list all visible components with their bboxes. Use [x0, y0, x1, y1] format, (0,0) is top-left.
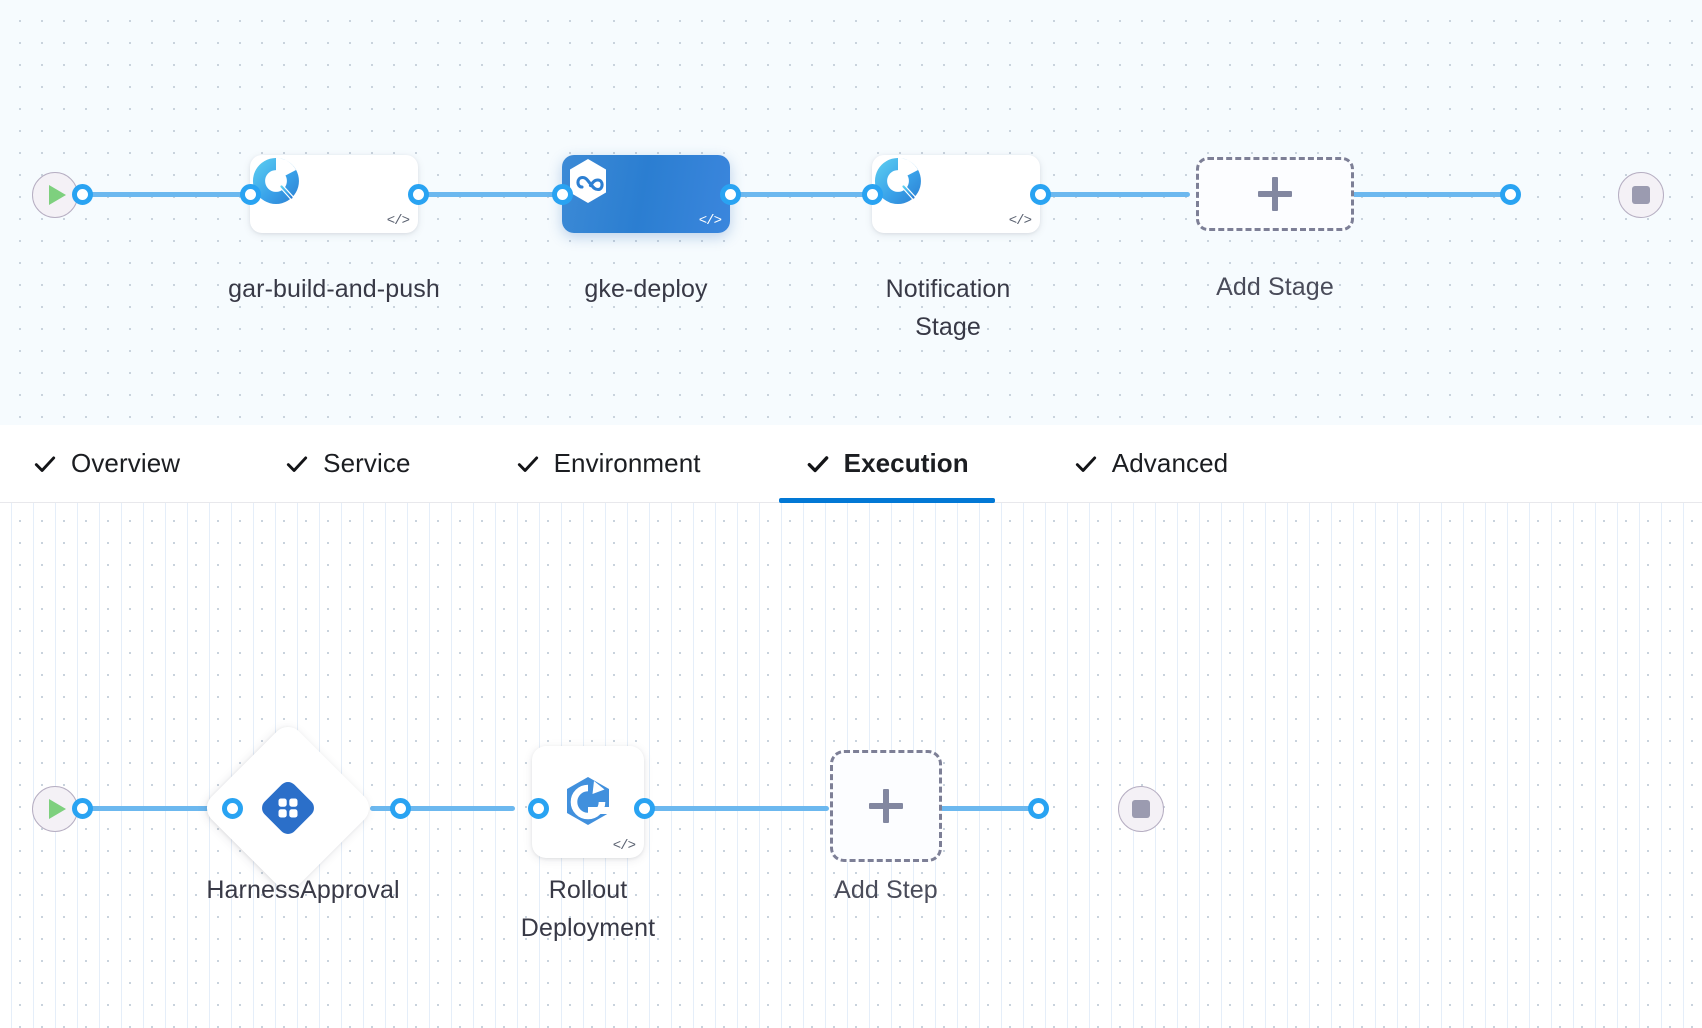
harness-cd-hexagon-icon: [570, 159, 606, 203]
yaml-code-badge[interactable]: </>: [1008, 213, 1032, 229]
tab-advanced[interactable]: Advanced: [1067, 425, 1234, 503]
end-node-port[interactable]: [1500, 184, 1521, 205]
kubernetes-rollout-icon: [567, 777, 612, 825]
step-label-rollout-deployment: Rollout Deployment: [520, 876, 656, 942]
step1-port-out[interactable]: [390, 798, 411, 819]
stage3-port-out[interactable]: [1030, 184, 1051, 205]
tab-overview[interactable]: Overview: [26, 425, 186, 503]
tab-label: Advanced: [1111, 448, 1229, 478]
stage-label-notification-stage: Notification Stage: [885, 275, 1011, 341]
tab-execution[interactable]: Execution: [778, 425, 995, 503]
tab-label: Execution: [843, 448, 969, 478]
step-end-node[interactable]: [1118, 786, 1164, 832]
connector-stage1-to-stage2: [388, 192, 563, 197]
step-node-rollout-deployment[interactable]: </>: [532, 746, 644, 858]
check-icon: [287, 455, 308, 472]
stage-label-gar-build-and-push: gar-build-and-push: [228, 275, 440, 303]
stage-card-selected[interactable]: </>: [562, 155, 730, 233]
tab-environment[interactable]: Environment: [509, 425, 707, 503]
plus-icon: [869, 789, 903, 823]
start-node-port[interactable]: [72, 184, 93, 205]
stage1-port-in[interactable]: [240, 184, 261, 205]
step-end-port[interactable]: [1028, 798, 1049, 819]
step-diamond-card[interactable]: [200, 720, 376, 896]
check-icon: [34, 455, 56, 472]
tab-label: Overview: [71, 448, 181, 478]
stage2-port-out[interactable]: [720, 184, 741, 205]
harness-custom-stage-icon: [874, 158, 921, 204]
stage-card[interactable]: </>: [250, 155, 418, 233]
step-card[interactable]: </>: [532, 746, 644, 858]
yaml-code-badge[interactable]: </>: [698, 213, 722, 229]
step2-port-in[interactable]: [528, 798, 549, 819]
tab-service[interactable]: Service: [278, 425, 416, 503]
connector-addstage-to-end: [1330, 192, 1508, 197]
yaml-code-badge[interactable]: </>: [386, 213, 410, 229]
pipeline-end-node[interactable]: [1618, 172, 1664, 218]
plus-icon: [1258, 177, 1292, 211]
step-icon-wrap: [260, 780, 316, 836]
tab-label: Service: [323, 448, 411, 478]
add-stage-button[interactable]: [1196, 157, 1354, 231]
execution-step-canvas[interactable]: HarnessApproval </> Rollout Deployment A…: [0, 503, 1702, 1028]
yaml-code-badge[interactable]: </>: [612, 838, 636, 854]
pipeline-stage-canvas[interactable]: </> gar-build-and-push </> gke-deploy: [0, 0, 1702, 425]
stage-card[interactable]: </>: [872, 155, 1040, 233]
check-icon: [807, 455, 828, 472]
step-end-circle: [1118, 786, 1164, 832]
step-start-port[interactable]: [72, 798, 93, 819]
connector-start-to-stage1: [78, 192, 243, 197]
add-step-button[interactable]: [830, 750, 942, 862]
harness-approval-icon: [262, 782, 314, 834]
stage1-port-out[interactable]: [408, 184, 429, 205]
stage2-port-in[interactable]: [552, 184, 573, 205]
connector-addstep-to-end: [880, 806, 1035, 811]
step-node-harness-approval[interactable]: [200, 720, 376, 896]
connector-stage3-to-addstage: [1010, 192, 1190, 197]
step1-port-in[interactable]: [222, 798, 243, 819]
tab-label: Environment: [553, 448, 701, 478]
stop-icon: [1632, 186, 1650, 204]
check-icon: [1075, 455, 1096, 472]
connector-step1-to-step2: [370, 806, 515, 811]
connector-start-to-step1: [78, 806, 228, 811]
stop-icon: [1132, 800, 1150, 818]
harness-ci-build-icon: [252, 158, 299, 204]
stage-node-gar-build-and-push[interactable]: </>: [250, 155, 418, 233]
check-icon: [517, 455, 538, 472]
step-label-harness-approval: HarnessApproval: [206, 876, 400, 904]
add-stage-label: Add Stage: [1216, 273, 1334, 301]
end-node-circle: [1618, 172, 1664, 218]
add-step-label: Add Step: [834, 876, 938, 904]
stage-node-notification-stage[interactable]: </>: [872, 155, 1040, 233]
connector-step2-to-addstep: [614, 806, 829, 811]
play-icon: [49, 185, 66, 205]
stage-node-gke-deploy[interactable]: </>: [562, 155, 730, 233]
stage-config-tab-bar[interactable]: Overview Service Environment Execution A…: [0, 425, 1702, 503]
step2-port-out[interactable]: [634, 798, 655, 819]
play-icon: [49, 799, 66, 819]
stage3-port-in[interactable]: [862, 184, 883, 205]
connector-stage2-to-stage3: [700, 192, 870, 197]
stage-label-gke-deploy: gke-deploy: [584, 275, 708, 303]
